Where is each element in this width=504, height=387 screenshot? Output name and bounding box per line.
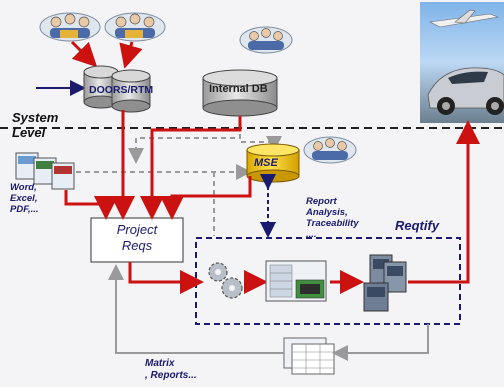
document-formats-label: Word, Excel, PDF,...	[10, 182, 39, 215]
users-icon-1	[39, 12, 101, 42]
matrix-report-icon	[283, 337, 335, 375]
users-icon-3	[239, 26, 293, 54]
system-level-label: System Level	[12, 110, 59, 140]
reqtify-boundary-box	[195, 237, 461, 325]
devices-to-system-line	[408, 130, 470, 284]
mse-to-project-arrow	[160, 176, 252, 220]
reqtify-label: Reqtify	[395, 218, 440, 233]
internal-db-label: Internal DB	[209, 83, 268, 95]
matrix-to-project-arrow	[108, 264, 284, 354]
user-to-doors-arrow-1	[70, 40, 98, 68]
doors-rtm-database-icon	[83, 65, 151, 113]
doors-rtm-label: DOORS/RTM	[89, 84, 154, 96]
users-icon-4	[303, 136, 357, 164]
reqtify-to-matrix-arrow	[332, 324, 429, 361]
mse-database-icon	[246, 143, 300, 183]
matrix-reports-label: Matrix , Reports...	[145, 358, 197, 381]
documents-to-project-arrow	[64, 190, 118, 220]
users-icon-2	[104, 12, 166, 42]
documents-icon	[15, 152, 75, 190]
project-reqs-label: Project Reqs	[116, 222, 158, 253]
internal-db-to-mse-dashed	[239, 116, 282, 152]
vehicle-aircraft-image	[420, 2, 504, 123]
internal-db-icon	[202, 69, 278, 117]
traceability-grid-icon	[265, 260, 327, 302]
internal-db-to-project-arrow	[140, 116, 242, 220]
mse-label: MSE	[254, 157, 278, 169]
user-to-doors-arrow-2	[119, 41, 143, 69]
devices-icon	[363, 254, 407, 312]
report-analysis-label: Report Analysis, Traceability ,...	[306, 196, 359, 240]
project-to-reqtify-arrow	[128, 262, 204, 294]
gears-icon	[208, 262, 243, 299]
project-reqs-box	[90, 217, 184, 263]
